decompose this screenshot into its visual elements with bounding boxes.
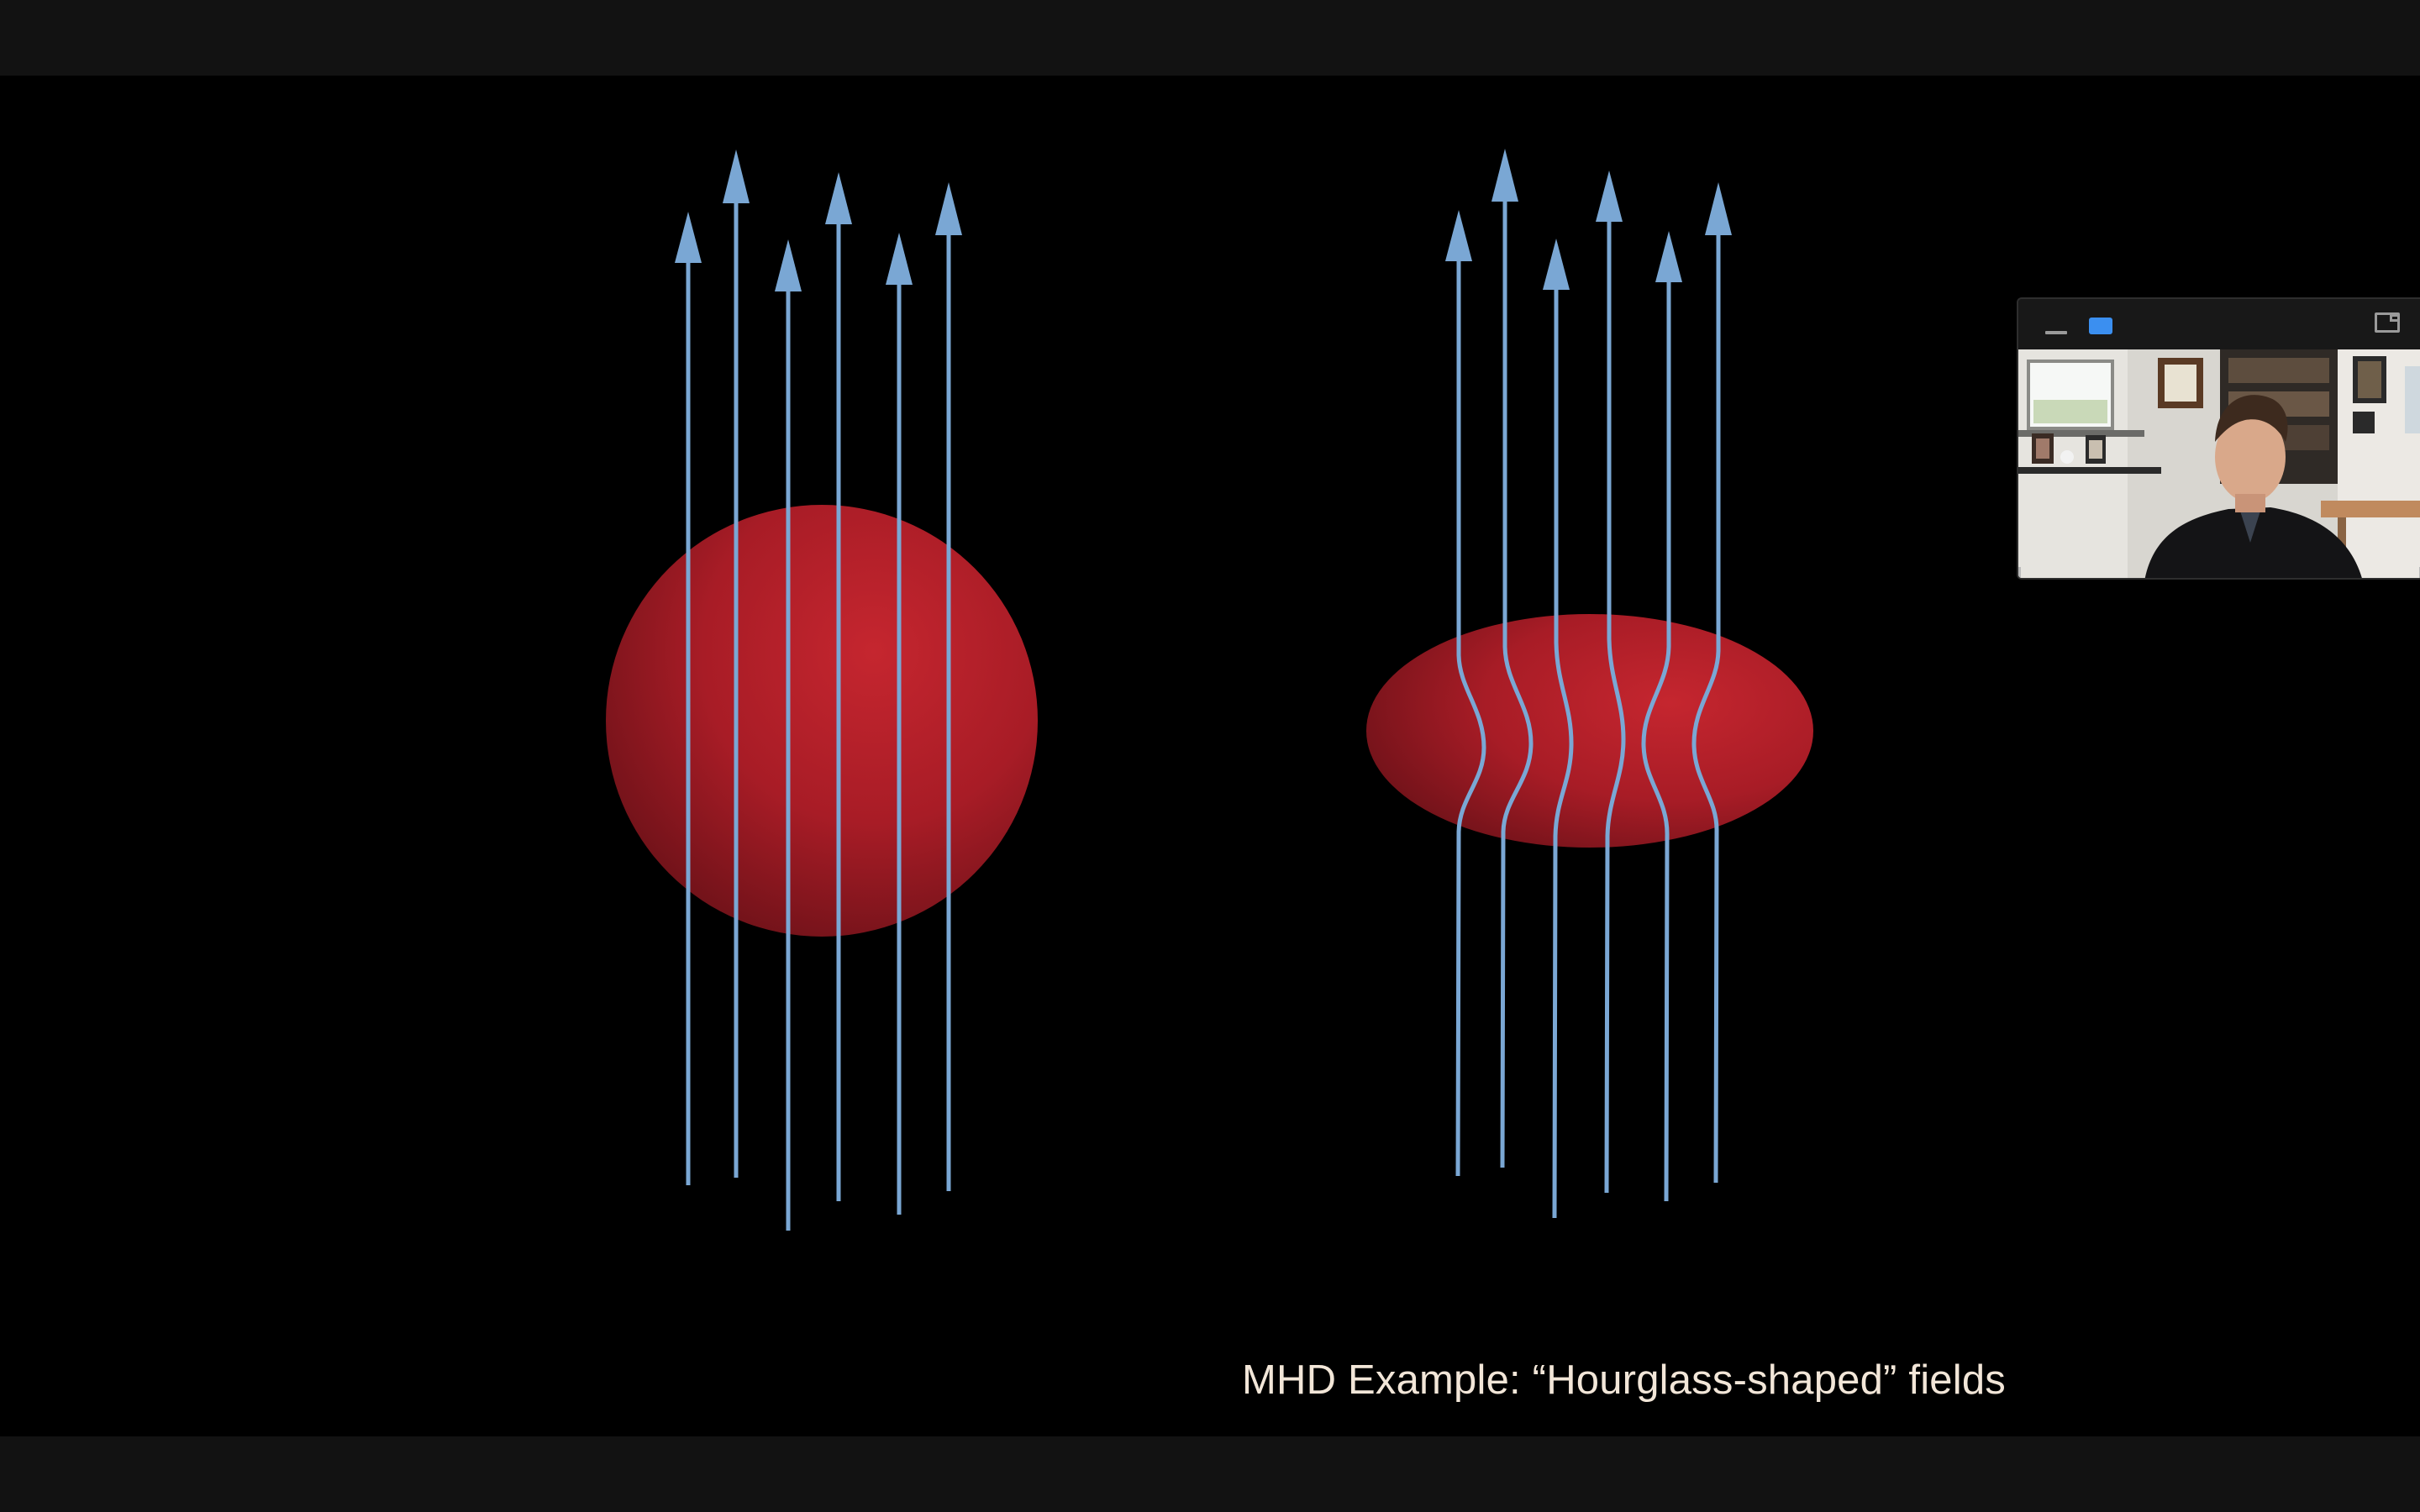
arrow-head	[1491, 149, 1518, 202]
flattened-cloud-diagram	[1366, 149, 1813, 1219]
arrow-head	[825, 172, 852, 224]
arrow-head	[1543, 239, 1570, 290]
arrow-head	[723, 150, 750, 203]
field-line	[1455, 257, 1486, 1177]
field-diagram	[606, 149, 1813, 1231]
field-line	[1691, 223, 1721, 1184]
arrow-head	[1596, 171, 1623, 222]
video-panel-header[interactable]	[2018, 299, 2420, 349]
participant-video-frame	[2018, 349, 2420, 578]
arrow-head	[675, 212, 702, 263]
slide-caption: MHD Example: “Hourglass-shaped” fields	[1242, 1357, 2006, 1403]
spherical-cloud-diagram	[606, 150, 1038, 1231]
field-line	[1500, 198, 1534, 1168]
view-mode-icon[interactable]	[2089, 318, 2112, 334]
expand-icon[interactable]	[2375, 312, 2402, 334]
arrow-head	[775, 239, 802, 291]
video-thumbnail-panel[interactable]	[2017, 297, 2420, 580]
field-line	[1552, 271, 1574, 1219]
resize-handle-right[interactable]	[2407, 567, 2420, 578]
spherical-cloud	[606, 505, 1038, 937]
minimize-icon[interactable]	[2045, 324, 2067, 334]
field-line	[1604, 217, 1626, 1194]
arrow-head	[1655, 231, 1682, 282]
presentation-slide: MHD Example: “Hourglass-shaped” fields	[0, 76, 2420, 1436]
participant-video	[2018, 349, 2420, 578]
field-line	[1641, 277, 1671, 1202]
flattened-cloud	[1366, 614, 1813, 848]
arrow-head	[1705, 182, 1732, 235]
arrow-head	[935, 182, 962, 235]
arrow-head	[1445, 210, 1472, 261]
resize-handle-left[interactable]	[2018, 567, 2033, 578]
arrow-head	[886, 233, 913, 285]
bottom-letterbox-bar	[0, 1436, 2420, 1512]
top-letterbox-bar	[0, 0, 2420, 76]
